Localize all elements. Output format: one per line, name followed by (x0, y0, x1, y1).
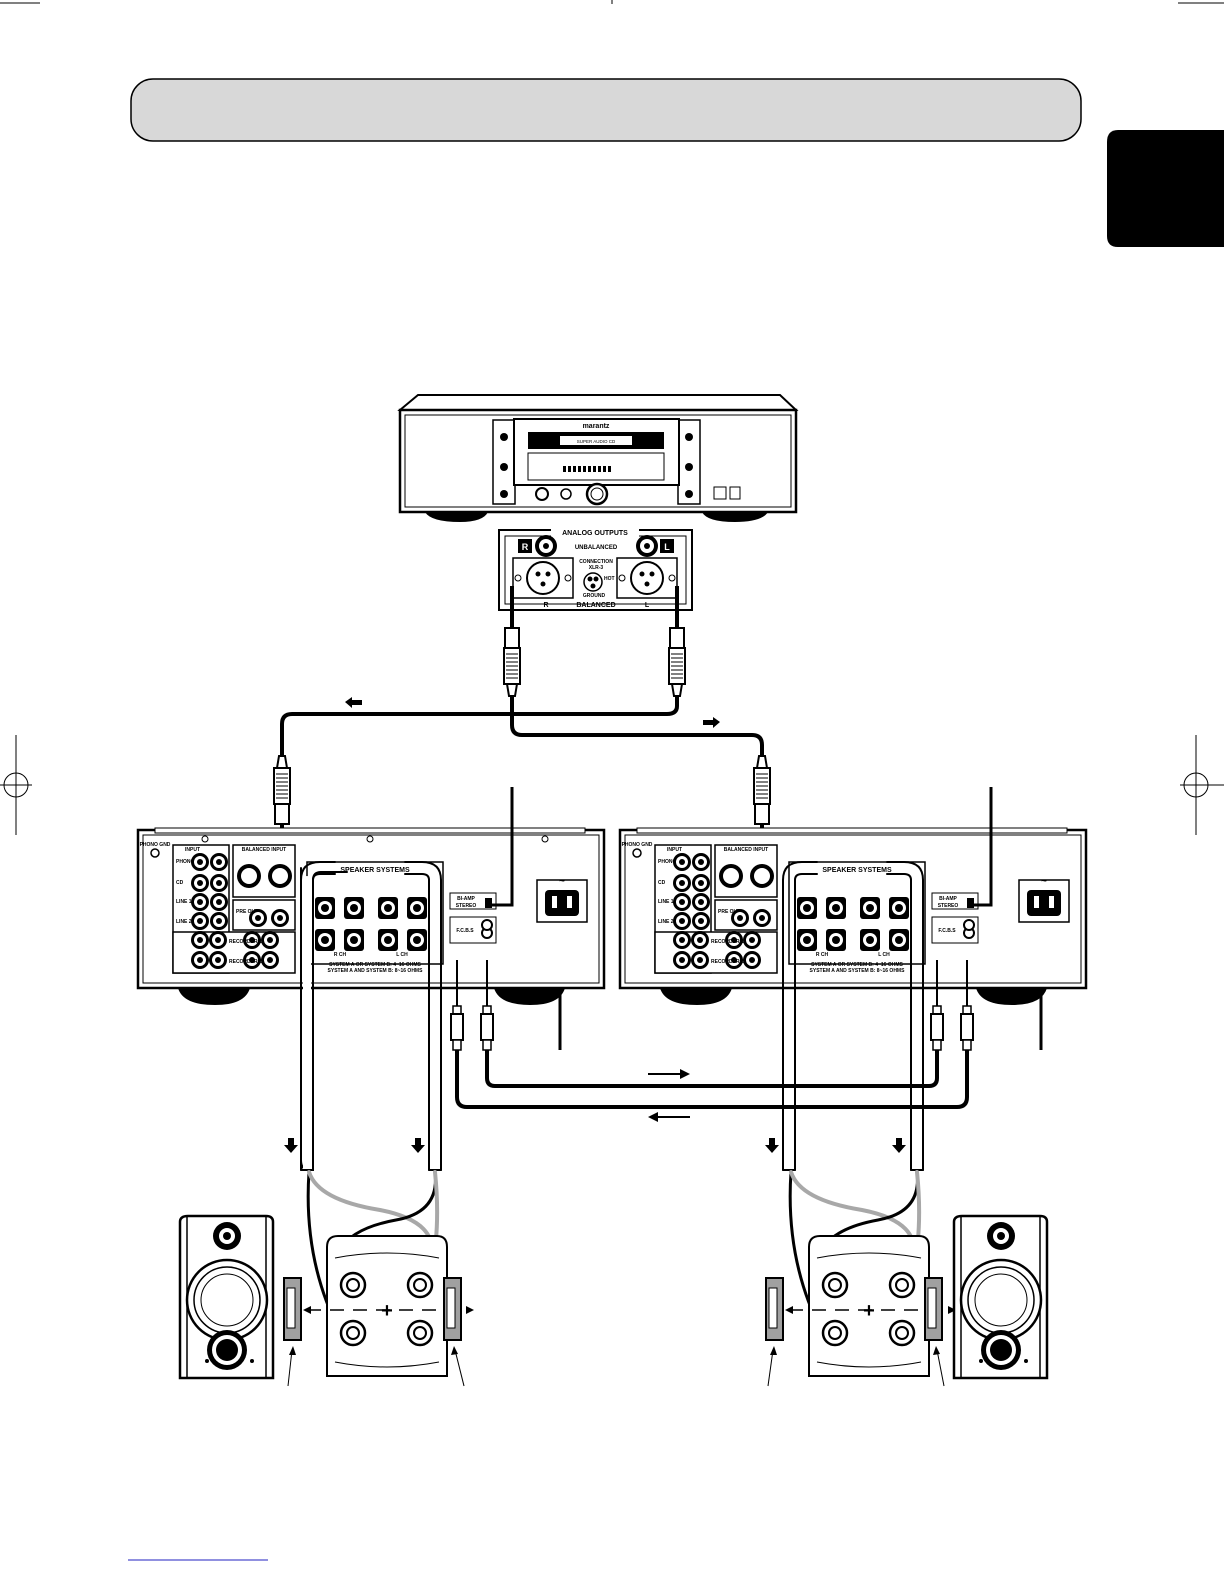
amp2-stereo-label: STEREO (938, 903, 959, 909)
xlr-plugs (273, 627, 771, 825)
amp2-bi-amp-switch[interactable] (967, 898, 974, 908)
amp1-speaker-b-l-plus[interactable] (407, 929, 427, 951)
amp2-cd-label: CD (658, 880, 666, 886)
amp1-line1-label: LINE 1 (176, 899, 192, 905)
amp1-line2-r-jack[interactable] (191, 912, 209, 930)
amp1-lch-label: L CH (396, 952, 408, 958)
amp1-speaker-a-l-plus[interactable] (407, 897, 427, 919)
fcbs-cables (455, 960, 969, 1109)
svg-text:~: ~ (1041, 876, 1047, 887)
connection-sub: XLR-3 (589, 565, 604, 571)
balanced-r-xlr[interactable] (512, 557, 574, 599)
amp1-cd-label: CD (176, 880, 184, 886)
speaker-terminal-right: + (785, 1235, 956, 1377)
amp2-input-label: INPUT (667, 847, 682, 853)
amp2-spec1: SYSTEM A OR SYSTEM B: 4~16 OHMS (811, 962, 903, 968)
balanced-r-label: R (543, 602, 548, 609)
amp1-speaker-b-l-minus[interactable] (378, 929, 398, 951)
svg-text:+: + (381, 1300, 393, 1322)
amp1-speaker-b-r-plus[interactable] (315, 929, 335, 951)
speaker-left (178, 1214, 275, 1380)
unbalanced-label: UNBALANCED (575, 545, 618, 551)
amp1-line2-l-jack[interactable] (210, 912, 228, 930)
registration-mark-left (0, 735, 32, 835)
amp1-input-label: INPUT (185, 847, 200, 853)
amp1-speaker-a-l-minus[interactable] (378, 897, 398, 919)
ground-label: GROUND (583, 593, 606, 599)
amp1-bi-amp-label: BI-AMP (457, 896, 475, 902)
amp1-cd-r-jack[interactable] (191, 874, 209, 892)
amp1-spec1: SYSTEM A OR SYSTEM B: 4~16 OHMS (329, 962, 421, 968)
amp2-bi-amp-label: BI-AMP (939, 896, 957, 902)
amp1-speaker-systems-label: SPEAKER SYSTEMS (340, 867, 410, 874)
balanced-l-label: L (645, 602, 650, 609)
amp2-spec2: SYSTEM A AND SYSTEM B: 8~16 OHMS (810, 968, 906, 974)
amp1-phono-r-jack[interactable] (191, 853, 209, 871)
xlr-cables (280, 586, 764, 850)
hot-label: HOT (604, 576, 615, 582)
analog-outputs-title: ANALOG OUTPUTS (562, 530, 628, 537)
amp2-balanced-input-label: BALANCED INPUT (724, 847, 768, 853)
amp1-rch-label: R CH (334, 952, 347, 958)
amp1-phono-gnd: PHONO GND (140, 842, 171, 848)
amp2-lch-label: L CH (878, 952, 890, 958)
player-brand: marantz (583, 423, 610, 430)
svg-text:+: + (863, 1300, 875, 1322)
amp2-fcbs-label: F.C.B.S (938, 928, 956, 934)
amp1-bi-amp-switch[interactable] (485, 898, 492, 908)
header-bar (130, 78, 1082, 142)
power-cord-ends (487, 787, 993, 907)
amp2-recorder1-label: RECORDER 1 (711, 939, 744, 945)
amp2-ac-inlet[interactable] (1027, 890, 1061, 916)
amp1-line2-label: LINE 2 (176, 919, 192, 925)
amp2-speaker-systems-label: SPEAKER SYSTEMS (822, 867, 892, 874)
speaker-right (952, 1214, 1049, 1380)
connection-title: CONNECTION (579, 559, 613, 565)
fcbs-jacks (450, 1005, 974, 1051)
amp2-recorder2-label: RECORDER 2 (711, 959, 744, 965)
amp1-cd-l-jack[interactable] (210, 874, 228, 892)
flow-arrows-top (345, 697, 720, 728)
amp1-recorder2-label: RECORDER 2 (229, 959, 262, 965)
fcbs-arrows (648, 1069, 690, 1122)
amp1-phono-label: PHONO (176, 859, 194, 865)
amp2-pre-out-label: PRE OUT (718, 909, 740, 915)
unbalanced-l-label: L (664, 542, 670, 552)
analog-outputs-panel: ANALOG OUTPUTS R UNBALANCED L CONNECTION… (498, 527, 693, 611)
amp1-speaker-a-r-plus[interactable] (315, 897, 335, 919)
unbalanced-r-label: R (522, 542, 529, 552)
registration-mark-right (1180, 735, 1224, 835)
amp1-fcbs-label: F.C.B.S (456, 928, 474, 934)
amp2-phono-gnd: PHONO GND (622, 842, 653, 848)
amp1-line1-l-jack[interactable] (210, 893, 228, 911)
amplifier-right: PHONO GND INPUT PHONO CD LINE 1 LINE 2 B… (618, 827, 1088, 1005)
sacd-player: marantz SUPER AUDIO CD (397, 394, 799, 522)
down-arrows (284, 1138, 906, 1153)
amp1-speaker-a-r-minus[interactable] (344, 897, 364, 919)
amp2-line2-label: LINE 2 (658, 919, 674, 925)
amplifier-left: PHONO GND INPUT PHONO CD LINE 1 LINE 2 B… (136, 827, 606, 1005)
callout-leaders (287, 1346, 945, 1387)
amp2-rch-label: R CH (816, 952, 829, 958)
balanced-label: BALANCED (576, 602, 615, 609)
amp1-pre-out-label: PRE OUT (236, 909, 258, 915)
amp1-spec2: SYSTEM A AND SYSTEM B: 8~16 OHMS (328, 968, 424, 974)
speaker-terminal-left: + (303, 1235, 474, 1377)
amp1-balanced-input-label: BALANCED INPUT (242, 847, 286, 853)
amp1-phono-l-jack[interactable] (210, 853, 228, 871)
amp1-speaker-b-r-minus[interactable] (344, 929, 364, 951)
amp1-stereo-label: STEREO (456, 903, 477, 909)
amp1-line1-r-jack[interactable] (191, 893, 209, 911)
amp1-ac-inlet[interactable] (545, 890, 579, 916)
player-display-text: SUPER AUDIO CD (577, 439, 616, 444)
side-tab (1107, 130, 1224, 247)
amp2-line1-label: LINE 1 (658, 899, 674, 905)
svg-text:~: ~ (559, 876, 565, 887)
amp1-recorder1-label: RECORDER 1 (229, 939, 262, 945)
balanced-l-xlr[interactable] (616, 557, 678, 599)
amp2-phono-label: PHONO (658, 859, 676, 865)
